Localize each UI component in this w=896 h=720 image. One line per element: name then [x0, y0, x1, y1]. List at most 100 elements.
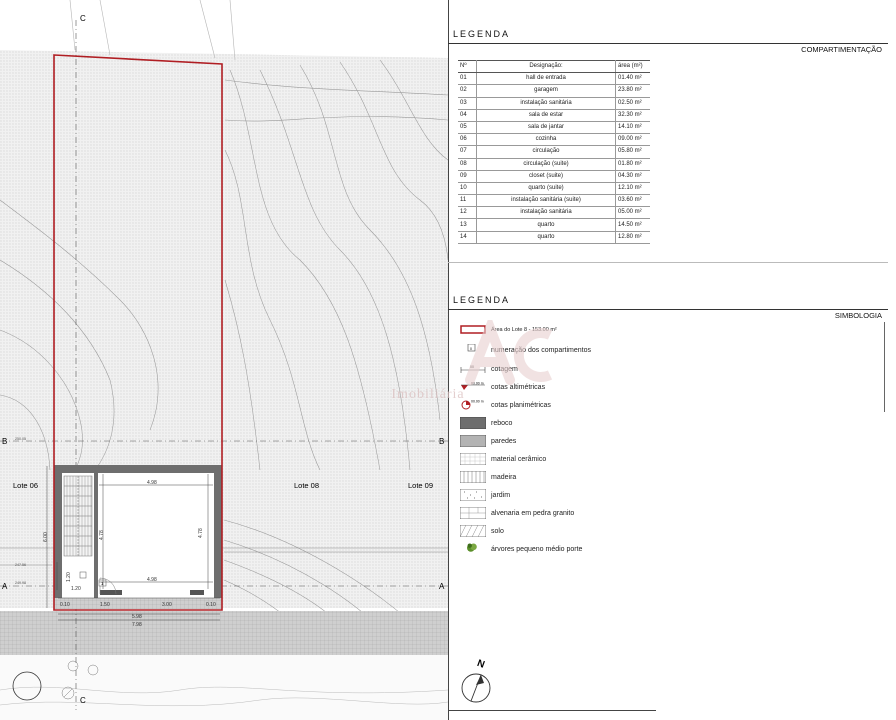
dimension-lines: [46, 466, 220, 621]
plan-level-mark-icon: 00.00 m: [461, 400, 484, 410]
compartments-header-row: Nº Designação: área (m²): [458, 59, 650, 74]
room-number-tag: 1: [101, 581, 104, 586]
symbol-label: Área do Lote 8 - 153.00 m²: [491, 327, 557, 333]
house-footprint: 1: [54, 465, 222, 609]
site-plan-drawing: C C B B A A 250.05 247.56 249.98 Lote 06…: [0, 0, 448, 720]
dim-total-2: 7.98: [132, 622, 142, 628]
symbol-label: material cerâmico: [491, 455, 547, 463]
watermark: Imobiliária: [391, 387, 465, 402]
compartment-area: 23.80 m²: [615, 84, 650, 98]
compartment-area: 01.80 m²: [615, 158, 650, 171]
compartment-area: 12.10 m²: [615, 182, 650, 196]
lot-label-08: Lote 08: [294, 481, 319, 490]
legend-subheading-symbols: SIMBOLOGIA: [834, 311, 882, 320]
col-designation: Designação:: [476, 59, 616, 74]
compartment-designation: quarto: [476, 231, 616, 244]
dim-base-2: 1.50: [100, 602, 110, 608]
legend-heading-symbols: LEGENDA: [453, 295, 511, 305]
section-marker-a-left: A: [2, 582, 8, 591]
section-marker-c-top: C: [80, 14, 86, 23]
hatch-diagonal-icon: [460, 525, 486, 537]
col-number: Nº: [458, 59, 477, 74]
hatch-grid-icon: [460, 453, 486, 465]
symbol-label: árvores pequeno médio porte: [491, 545, 583, 553]
hatch-dots-icon: [460, 489, 486, 501]
compartment-area: 05.80 m²: [615, 145, 650, 159]
dim-room-height-right: 4.78: [198, 528, 204, 538]
compartment-area: 12.80 m²: [615, 231, 650, 244]
symbol-legend-item: madeira: [460, 470, 516, 484]
level-mark-b: 250.05: [15, 437, 26, 441]
compartment-number: 06: [458, 133, 477, 147]
watermark-logo: [465, 320, 553, 385]
svg-text:N: N: [476, 658, 487, 671]
compartment-area: 09.00 m²: [615, 133, 650, 147]
compartment-designation: circulação (suite): [476, 158, 616, 171]
room-number-tag-icon: 0: [467, 344, 476, 352]
terrain-top: [0, 0, 448, 58]
symbol-legend-item: solo: [460, 524, 504, 538]
compartment-designation: cozinha: [476, 133, 616, 147]
symbol-label: numeração dos compartimentos: [491, 346, 591, 354]
compartment-number: 03: [458, 97, 477, 110]
symbol-label: reboco: [491, 419, 513, 427]
compartment-designation: instalação sanitária: [476, 97, 616, 110]
symbol-label: cotas altimétricas: [491, 383, 546, 391]
compartment-designation: hall de entrada: [476, 72, 616, 86]
dim-base-4: 0.10: [206, 602, 216, 608]
section-marker-b-right: B: [439, 437, 444, 446]
dim-overall-depth: 6.00: [43, 532, 49, 542]
elevation-mark-icon: 00.00 m: [461, 382, 485, 390]
hatch-gray-icon: [460, 435, 486, 447]
compartment-area: 03.60 m²: [615, 194, 650, 208]
compartment-designation: quarto: [476, 218, 616, 232]
dim-small-2: 1.20: [71, 586, 81, 592]
compartment-designation: quarto (suite): [476, 182, 616, 196]
tree-icon: [467, 543, 477, 552]
symbol-legend-item: jardim: [460, 488, 510, 502]
symbol-tag: 00.00 m: [471, 400, 484, 404]
compartment-number: 13: [458, 218, 477, 232]
section-marker-b-left: B: [2, 437, 7, 446]
symbol-tag: 0: [470, 347, 472, 351]
symbol-legend-item: material cerâmico: [460, 452, 546, 466]
compartment-designation: instalação sanitária: [476, 206, 616, 220]
symbol-legend-item: 0 numeração dos compartimentos: [460, 343, 591, 357]
symbol-tag: 00.00 m: [471, 382, 484, 386]
symbol-label: madeira: [491, 473, 517, 481]
compartment-designation: circulação: [476, 145, 616, 159]
compartment-area: 14.50 m²: [615, 218, 650, 232]
hatch-stone-icon: [460, 507, 486, 519]
symbol-legend-item: alvenaria em pedra granito: [460, 506, 574, 520]
compartment-number: 08: [458, 158, 477, 171]
compartment-designation: instalação sanitária (suite): [476, 194, 616, 208]
compartment-area: 32.30 m²: [615, 109, 650, 122]
north-compass-icon: N: [461, 658, 491, 703]
dim-room-height-left: 4.78: [99, 530, 105, 540]
compartment-area: 04.30 m²: [615, 170, 650, 183]
col-area: área (m²): [615, 59, 650, 74]
road-strip: [0, 611, 448, 655]
dim-base-3: 3.00: [162, 602, 172, 608]
dim-total-1: 5.98: [132, 614, 142, 620]
symbol-label: alvenaria em pedra granito: [491, 509, 575, 517]
compartment-number: 01: [458, 72, 477, 86]
compartment-area: 14.10 m²: [615, 121, 650, 135]
symbol-legend-item: 00.00 m cotas altimétricas: [460, 380, 545, 394]
legend-subheading-compartments: COMPARTIMENTAÇÃO: [801, 45, 882, 54]
symbol-label: solo: [491, 527, 504, 535]
compartment-number: 10: [458, 182, 477, 196]
dim-small-1: 1.20: [66, 572, 72, 582]
compartment-designation: sala de estar: [476, 109, 616, 122]
lot-8-outline: [53, 54, 223, 611]
level-mark-a1: 247.56: [15, 563, 26, 567]
symbol-legend-item: paredes: [460, 434, 516, 448]
